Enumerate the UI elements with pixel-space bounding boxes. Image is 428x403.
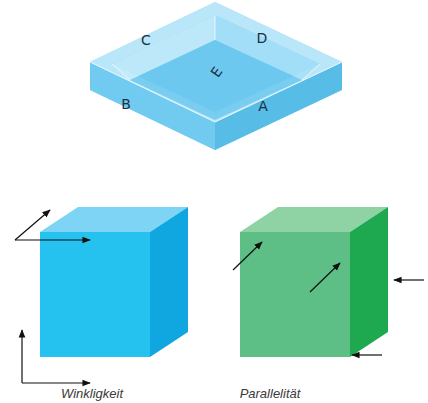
caption-text: Winkligkeit — [61, 387, 123, 400]
tray — [90, 2, 342, 150]
blue-cube — [40, 207, 188, 357]
parallelism-arrows — [233, 242, 424, 355]
face-letter: A — [258, 99, 268, 113]
face-letter: C — [141, 33, 151, 47]
face-letter: B — [121, 97, 131, 111]
squareness-arrows — [15, 210, 90, 383]
face-letter: D — [257, 31, 268, 45]
green-cube — [240, 207, 388, 357]
caption-text: Parallelität — [240, 387, 301, 400]
